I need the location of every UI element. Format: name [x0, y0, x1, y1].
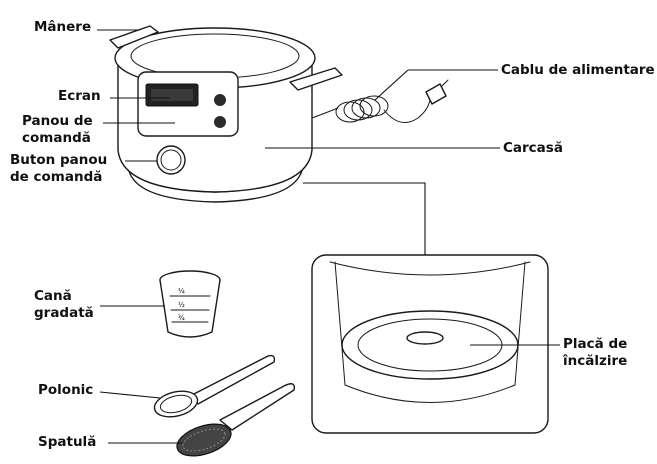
- leader-cablu-diag: [374, 69, 409, 101]
- label-panou-line2: comandă: [22, 130, 91, 146]
- spatula: [176, 383, 295, 457]
- label-ecran: Ecran: [58, 88, 101, 104]
- multicooker: [109, 25, 449, 203]
- spatula-texture: [182, 428, 226, 452]
- label-buton-line2: de comandă: [10, 169, 103, 185]
- label-placa: Placă de încălzire: [563, 336, 627, 370]
- inset-bottom: [344, 384, 516, 403]
- label-spatula: Spatulă: [38, 434, 97, 450]
- label-cana-line1: Cană: [34, 288, 72, 304]
- leader-polonic: [99, 391, 161, 399]
- label-manere: Mânere: [34, 19, 92, 35]
- label-polonic: Polonic: [38, 382, 94, 398]
- ladle: [153, 354, 276, 418]
- cup-mark-1: ¼: [178, 287, 185, 295]
- heating-plate-sensor: [406, 331, 444, 345]
- label-panou: Panou de comandă: [22, 113, 93, 147]
- panel-button-top: [214, 94, 226, 106]
- label-placa-line2: încălzire: [563, 353, 628, 369]
- inset-connector: [303, 182, 426, 255]
- inset-rim: [329, 261, 531, 276]
- cup-body: [159, 279, 221, 338]
- spatula-handle: [219, 383, 295, 431]
- label-cana-line2: gradată: [34, 305, 94, 321]
- label-buton-line1: Buton panou: [10, 152, 108, 168]
- label-cana: Cană gradată: [34, 288, 94, 322]
- measuring-cup: ¼ ½ ¾: [159, 270, 221, 338]
- panel-button-bottom: [214, 116, 226, 128]
- ladle-bowl-inner: [159, 394, 193, 414]
- label-cablu: Cablu de alimentare: [501, 62, 655, 78]
- power-cable-start: [311, 107, 339, 119]
- power-plug: [425, 83, 447, 105]
- cup-mark-3: ¾: [178, 314, 185, 322]
- label-placa-line1: Placă de: [563, 336, 628, 352]
- power-cable-coil: [335, 95, 389, 123]
- control-knob-inner: [160, 149, 182, 171]
- ladle-bowl: [153, 390, 199, 418]
- handle-left: [109, 25, 159, 49]
- handle-right: [289, 67, 343, 91]
- inset-wall-right: [514, 261, 526, 386]
- power-cable-end: [383, 99, 431, 123]
- cup-mark-2: ½: [178, 301, 185, 309]
- ladle-handle: [189, 354, 276, 405]
- screen-display: [151, 89, 193, 101]
- inset-wall-left: [334, 261, 346, 386]
- label-carcasa: Carcasă: [503, 140, 563, 156]
- label-panou-line1: Panou de: [22, 113, 93, 129]
- heating-plate-inset: [311, 254, 549, 434]
- spatula-blade: [176, 423, 232, 457]
- label-buton: Buton panou de comandă: [10, 152, 107, 186]
- plug-pin: [441, 79, 449, 87]
